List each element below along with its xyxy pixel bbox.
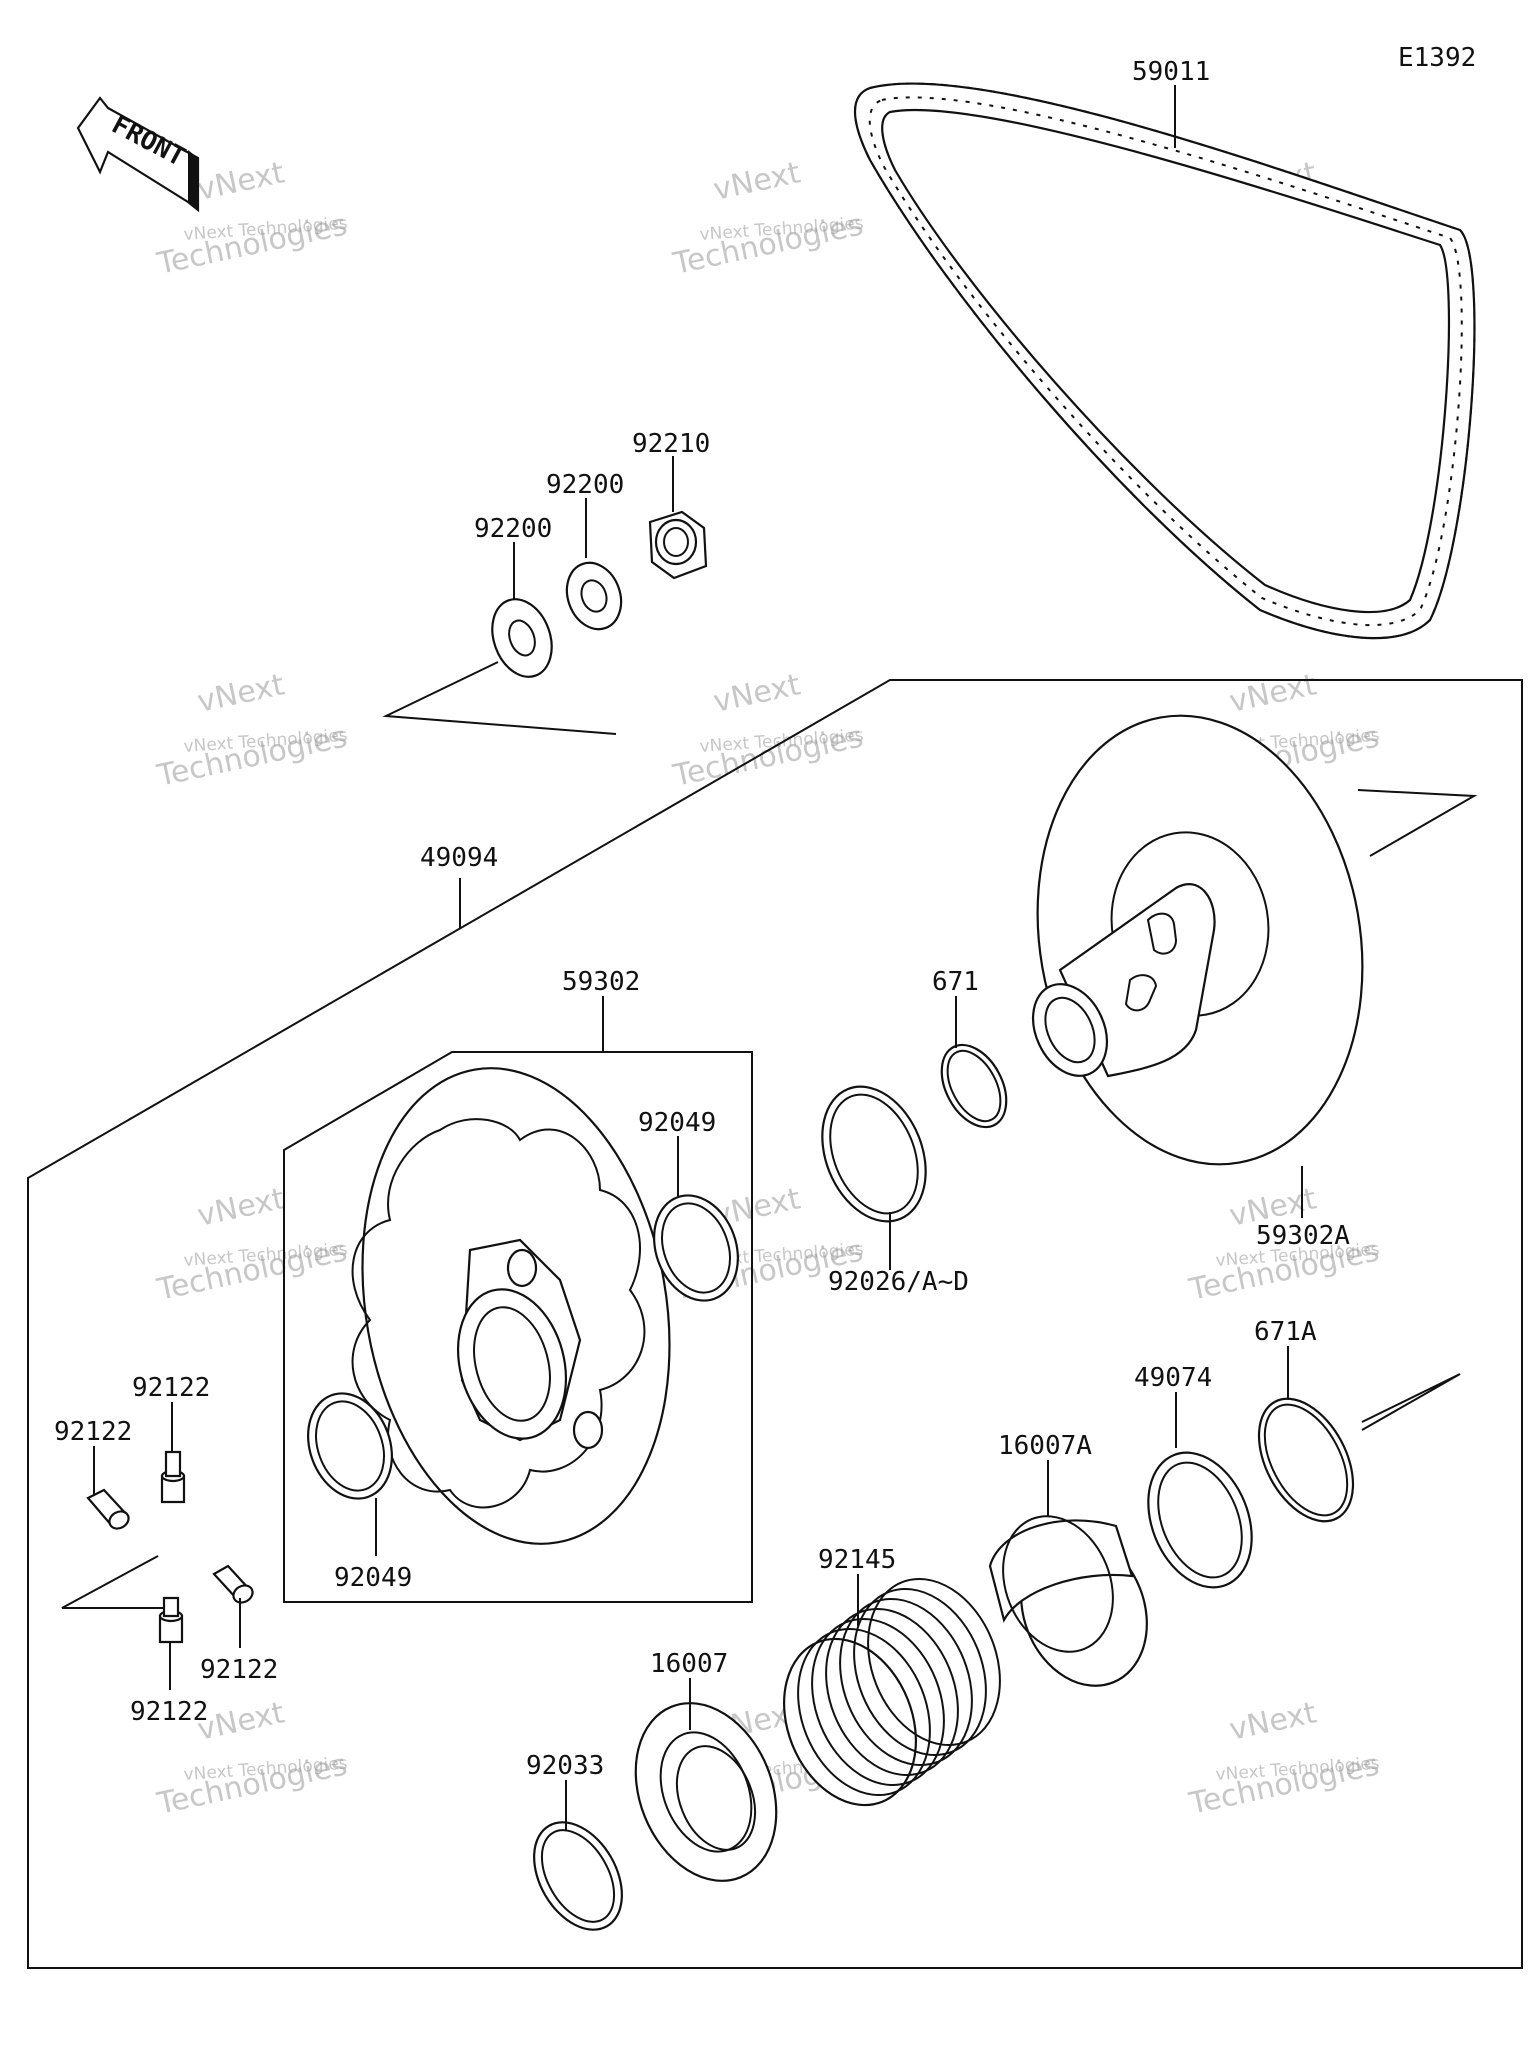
alignment-line-upper-right: [1357, 789, 1478, 857]
label-92210: 92210: [632, 429, 710, 459]
label-92049-lower: 92049: [334, 1563, 412, 1593]
svg-text:vNext: vNext: [710, 667, 803, 720]
assembly-59302-outline: [283, 1051, 753, 1603]
svg-text:Technologies: Technologies: [669, 720, 866, 795]
label-16007A: 16007A: [998, 1431, 1092, 1461]
label-92122-b: 92122: [132, 1373, 210, 1403]
svg-text:vNext: vNext: [1226, 667, 1319, 720]
slider-92122-c: [212, 1564, 254, 1604]
label-59302: 59302: [562, 967, 640, 997]
svg-text:Technologies: Technologies: [153, 720, 350, 795]
nut-92210: [648, 510, 708, 580]
svg-text:Technologies: Technologies: [669, 208, 866, 283]
label-59011: 59011: [1132, 57, 1210, 87]
alignment-line-left: [61, 1555, 166, 1609]
slider-92122-d: [158, 1596, 184, 1644]
alignment-line-washers: [382, 661, 617, 735]
assembly-49094-outline: [27, 679, 1523, 1969]
svg-text:Technologies: Technologies: [153, 1748, 350, 1823]
washer-92200-upper: [565, 561, 623, 631]
svg-text:vNext: vNext: [1226, 1695, 1319, 1748]
bushing-92049-upper: [653, 1194, 739, 1302]
label-92026: 92026/A~D: [828, 1267, 969, 1297]
svg-text:vNext: vNext: [194, 155, 287, 208]
alignment-line-lower-right: [1361, 1373, 1461, 1431]
bushing-92049-lower: [307, 1392, 393, 1500]
fixed-sheave: [1032, 714, 1364, 1166]
svg-text:vNext: vNext: [710, 155, 803, 208]
label-92122-a: 92122: [54, 1417, 132, 1447]
circlip-92033: [533, 1821, 623, 1931]
label-49074: 49074: [1134, 1363, 1212, 1393]
cam-16007A: [988, 1515, 1148, 1687]
svg-text:Technologies: Technologies: [1185, 1748, 1382, 1823]
label-671A: 671A: [1254, 1317, 1317, 1347]
label-49094: 49094: [420, 843, 498, 873]
bearing-16007: [634, 1702, 778, 1882]
svg-text:Technologies: Technologies: [153, 1234, 350, 1309]
slider-92122-a: [86, 1488, 130, 1530]
movable-sheave: [351, 1067, 671, 1545]
washer-49074: [1147, 1451, 1253, 1589]
svg-text:vNext: vNext: [194, 667, 287, 720]
shim-92026: [821, 1085, 927, 1223]
label-92122-d: 92122: [130, 1697, 208, 1727]
label-671: 671: [932, 967, 979, 997]
slider-92122-b: [160, 1450, 186, 1504]
label-92145: 92145: [818, 1545, 896, 1575]
label-16007: 16007: [650, 1649, 728, 1679]
front-arrow-icon: FRONT: [76, 96, 200, 213]
svg-text:Technologies: Technologies: [153, 208, 350, 283]
o-ring-671: [940, 1043, 1008, 1129]
label-92200-upper: 92200: [546, 470, 624, 500]
diagram-code: E1392: [1398, 43, 1476, 73]
label-59302A: 59302A: [1256, 1221, 1350, 1251]
drive-belt: [853, 82, 1476, 640]
o-ring-671A: [1257, 1397, 1355, 1523]
label-92200-lower: 92200: [474, 514, 552, 544]
spring-92145: [783, 1577, 1001, 1807]
label-92049-upper: 92049: [638, 1108, 716, 1138]
svg-text:vNext: vNext: [194, 1181, 287, 1234]
label-92033: 92033: [526, 1751, 604, 1781]
washer-92200-lower: [491, 598, 553, 678]
label-92122-c: 92122: [200, 1655, 278, 1685]
svg-text:vNext: vNext: [194, 1695, 287, 1748]
